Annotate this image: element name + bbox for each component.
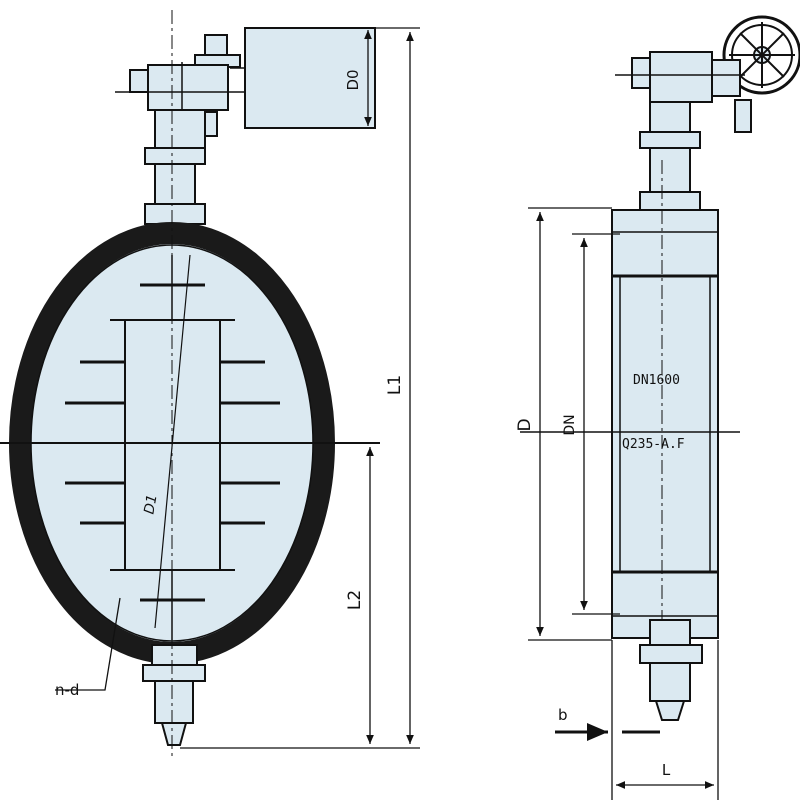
bolt-holes-label: n-d xyxy=(55,681,79,699)
nominal-size-label: DN1600 xyxy=(633,373,680,388)
disc-ribs-left xyxy=(65,360,125,525)
disc-ribs-right xyxy=(220,360,280,525)
l2-label: L2 xyxy=(345,590,365,610)
d0-label: D0 xyxy=(344,69,362,90)
side-lower-stem xyxy=(639,619,703,721)
handwheel-box xyxy=(244,27,376,129)
front-dimensions xyxy=(55,27,420,749)
side-gearbox xyxy=(615,51,752,133)
side-view xyxy=(611,15,800,721)
front-bottom-stem xyxy=(142,644,206,746)
l-label: L xyxy=(662,761,671,779)
side-dimensions xyxy=(528,207,719,800)
dn-label: DN xyxy=(562,414,578,435)
d1-label: D1 xyxy=(141,493,160,515)
side-handwheel xyxy=(722,15,800,95)
l1-label: L1 xyxy=(385,375,405,395)
d-label: D xyxy=(515,418,535,431)
d1-diagonal xyxy=(154,254,191,629)
front-actuator xyxy=(115,34,250,245)
front-view xyxy=(0,10,380,760)
b-label: b xyxy=(558,706,568,724)
material-label: Q235-A.F xyxy=(622,437,685,452)
